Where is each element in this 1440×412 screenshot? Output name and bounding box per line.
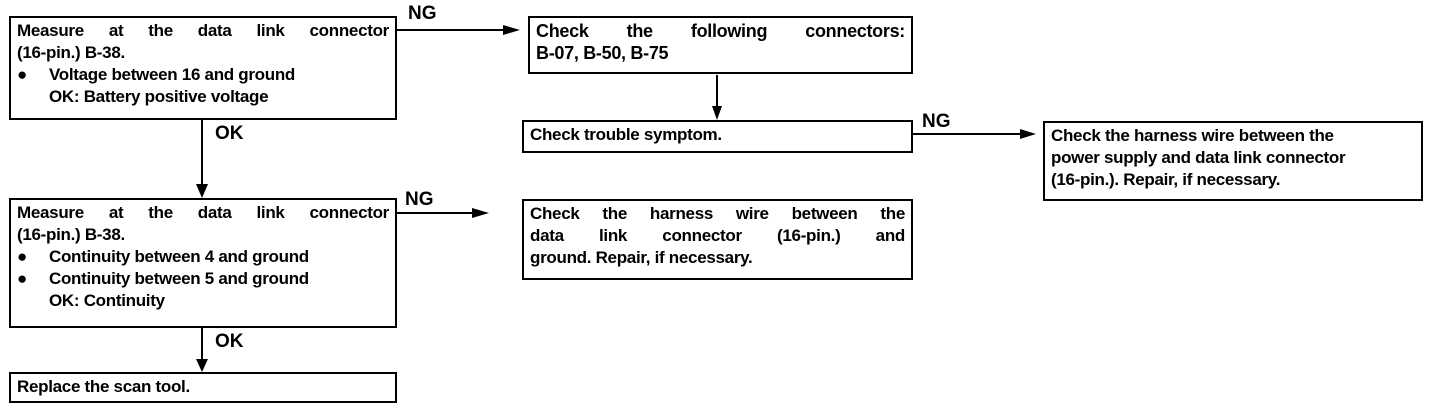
label-ng: NG [922, 111, 951, 132]
check-connectors-box: Check the following connectors: B-07, B-… [528, 16, 913, 74]
replace-tool-box: Replace the scan tool. [9, 372, 397, 403]
ok-text: Battery positive voltage [83, 87, 269, 106]
arrowhead-down [196, 359, 208, 372]
box-text: Check the following connectors: [536, 21, 905, 41]
box-text: Replace the scan tool. [17, 377, 190, 396]
ok-text: Continuity [83, 291, 165, 310]
bullet-item: ● Continuity between 4 and ground [17, 246, 389, 268]
check-harness-power-box: Check the harness wire between the power… [1043, 121, 1423, 201]
bullet-text: Voltage between 16 and ground [49, 65, 296, 84]
label-ng: NG [408, 3, 437, 24]
arrowhead-down [712, 106, 722, 120]
check-symptom-box: Check trouble symptom. [522, 120, 913, 153]
bullet-icon: ● [17, 247, 27, 266]
label-ok: OK [215, 331, 244, 352]
arrowhead-right [1020, 129, 1036, 139]
box-text: Check the harness wire between the [530, 204, 905, 223]
box-text: Check trouble symptom. [530, 125, 722, 144]
ok-criterion: OK: Battery positive voltage [17, 86, 389, 108]
box-text: ground. Repair, if necessary. [530, 248, 753, 267]
box-text: Check the harness wire between the [1051, 126, 1334, 145]
box-text: B-07, B-50, B-75 [536, 43, 669, 63]
box-text: data link connector (16-pin.) and [530, 226, 905, 245]
arrowhead-down [196, 184, 208, 198]
measure-voltage-box: Measure at the data link connector (16-p… [9, 16, 397, 120]
box-text: (16-pin.) B-38. [17, 43, 125, 62]
box-text: (16-pin.) B-38. [17, 225, 125, 244]
label-ng: NG [405, 189, 434, 210]
ok-prefix: OK: [49, 87, 80, 106]
box-text: Measure at the data link connector [17, 203, 389, 222]
arrowhead-right [472, 208, 489, 218]
box-text: Measure at the data link connector [17, 21, 389, 40]
bullet-text: Continuity between 5 and ground [49, 269, 309, 288]
bullet-icon: ● [17, 65, 27, 84]
measure-continuity-box: Measure at the data link connector (16-p… [9, 198, 397, 328]
ok-prefix: OK: [49, 291, 80, 310]
bullet-icon: ● [17, 269, 27, 288]
bullet-item: ● Continuity between 5 and ground [17, 268, 389, 290]
box-text: (16-pin.). Repair, if necessary. [1051, 170, 1281, 189]
bullet-text: Continuity between 4 and ground [49, 247, 309, 266]
check-harness-ground-box: Check the harness wire between the data … [522, 199, 913, 280]
label-ok: OK [215, 123, 244, 144]
arrowhead-right [503, 25, 520, 35]
ok-criterion: OK: Continuity [17, 290, 389, 312]
box-text: power supply and data link connector [1051, 148, 1346, 167]
bullet-item: ● Voltage between 16 and ground [17, 64, 389, 86]
